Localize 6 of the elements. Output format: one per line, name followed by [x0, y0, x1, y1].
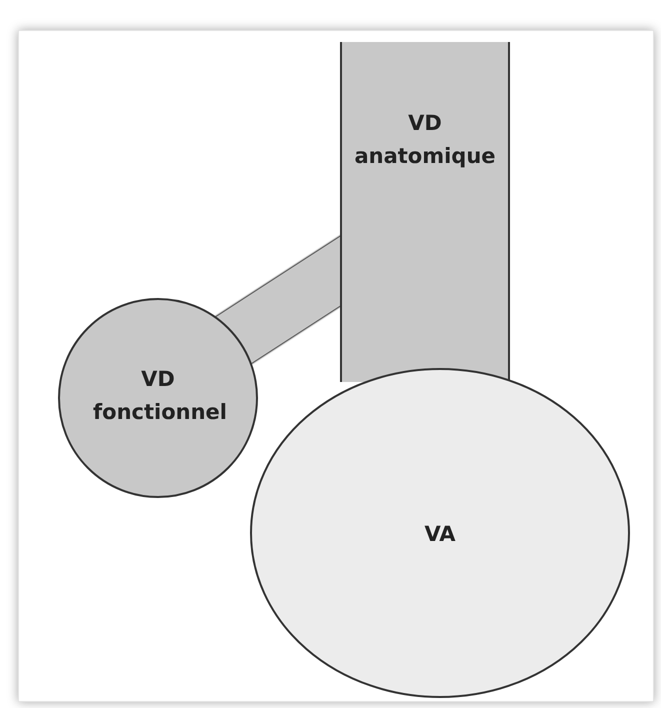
chamber-label: VD anatomique — [353, 110, 497, 170]
ventricle-chamber-shape — [250, 368, 630, 698]
chamber-label: VA — [423, 521, 457, 548]
ventricle-chamber-shape — [58, 298, 258, 498]
ventricle-chamber-shape — [340, 42, 510, 382]
chamber-label: VD fonctionnel — [93, 366, 223, 426]
